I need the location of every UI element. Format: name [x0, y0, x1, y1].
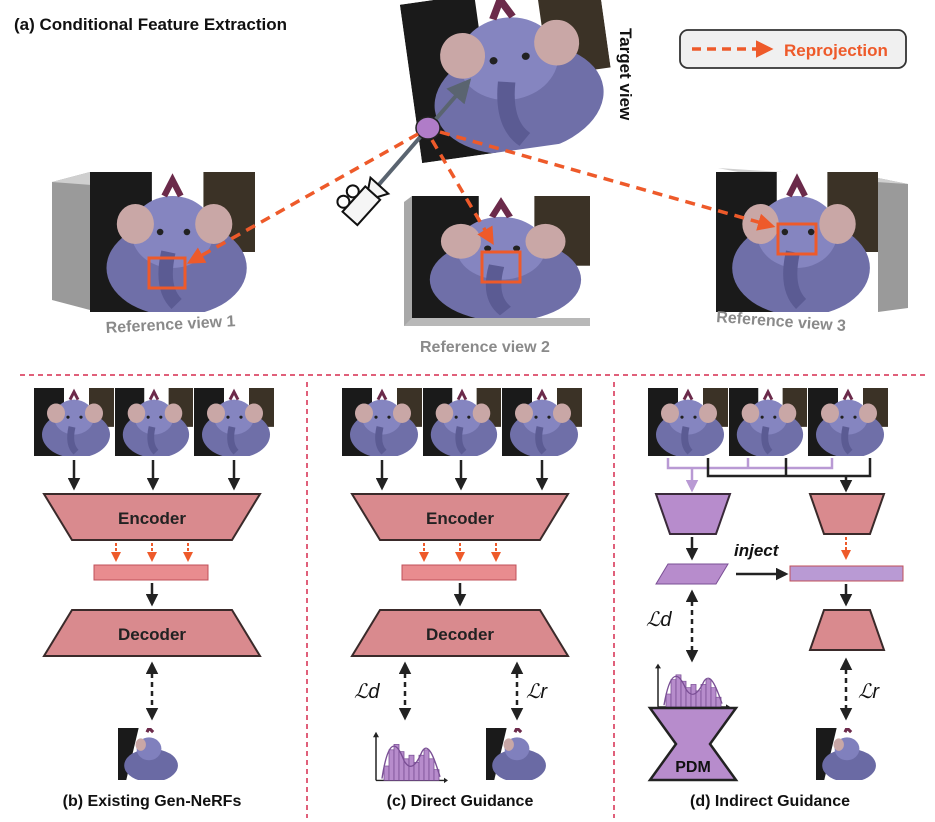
- panel-c-caption: (c) Direct Guidance: [387, 793, 534, 810]
- decoder-block: [42, 609, 262, 657]
- pdm-label: PDM: [675, 759, 711, 776]
- panel-a-title: (a) Conditional Feature Extraction: [14, 15, 287, 34]
- input-image-1: [648, 388, 728, 458]
- latent-feature: [655, 563, 729, 585]
- reference-view-1-label: Reference view 1: [105, 313, 236, 337]
- encoder-block: [350, 493, 570, 541]
- panel-b-caption: (b) Existing Gen-NeRFs: [63, 793, 242, 810]
- encoder-block: [42, 493, 262, 541]
- legend-label: Reprojection: [784, 41, 888, 60]
- rendered-output: [118, 728, 180, 782]
- panel-d-caption: (d) Indirect Guidance: [690, 793, 850, 810]
- rendered-output: [816, 728, 878, 782]
- reference-view-2: [404, 196, 590, 326]
- pdm-block: [647, 706, 739, 782]
- loss-r-label: ℒr: [526, 681, 548, 703]
- reference-view-2-label: Reference view 2: [420, 339, 550, 356]
- encoder-label: Encoder: [426, 509, 494, 528]
- feature-vector: [401, 564, 517, 581]
- reprojection-arrows: [186, 130, 776, 264]
- purple-encoder-block: [654, 493, 732, 535]
- decoder-label: Decoder: [118, 625, 186, 644]
- panel-d: inject ℒd ℒr PDM (d) Indirect Guidance: [646, 388, 904, 810]
- target-point: [415, 116, 441, 140]
- feature-vector: [93, 564, 209, 581]
- reference-view-1: [52, 172, 255, 316]
- input-image-2: [423, 388, 501, 458]
- histogram-icon: [655, 664, 730, 710]
- input-image-3: [808, 388, 888, 458]
- input-image-1: [34, 388, 114, 458]
- input-image-3: [194, 388, 274, 458]
- panel-b: Encoder Decoder (b) Existing Gen-NeRFs: [34, 388, 274, 810]
- histogram-icon: [373, 732, 448, 783]
- rendered-output: [486, 728, 548, 782]
- decoder-block: [808, 609, 886, 651]
- encoder-label: Encoder: [118, 509, 186, 528]
- loss-d-label: ℒd: [646, 609, 672, 631]
- encoder-block: [808, 493, 886, 535]
- input-image-3: [502, 388, 582, 458]
- loss-d-label: ℒd: [354, 681, 380, 703]
- decoder-label: Decoder: [426, 625, 494, 644]
- target-view-image: [400, 0, 621, 168]
- decoder-block: [350, 609, 570, 657]
- input-image-2: [115, 388, 193, 458]
- inject-label: inject: [734, 541, 780, 560]
- feature-vector: [789, 565, 904, 582]
- input-image-2: [729, 388, 807, 458]
- target-view-label: Target view: [616, 28, 635, 121]
- legend-box: Reprojection: [679, 29, 907, 69]
- reference-view-3: [716, 168, 908, 312]
- input-image-1: [342, 388, 422, 458]
- reference-view-3-label: Reference view 3: [716, 309, 847, 335]
- panel-c: Encoder Decoder ℒd ℒr (c) Direct Guidanc…: [342, 388, 582, 810]
- loss-r-label: ℒr: [858, 681, 880, 703]
